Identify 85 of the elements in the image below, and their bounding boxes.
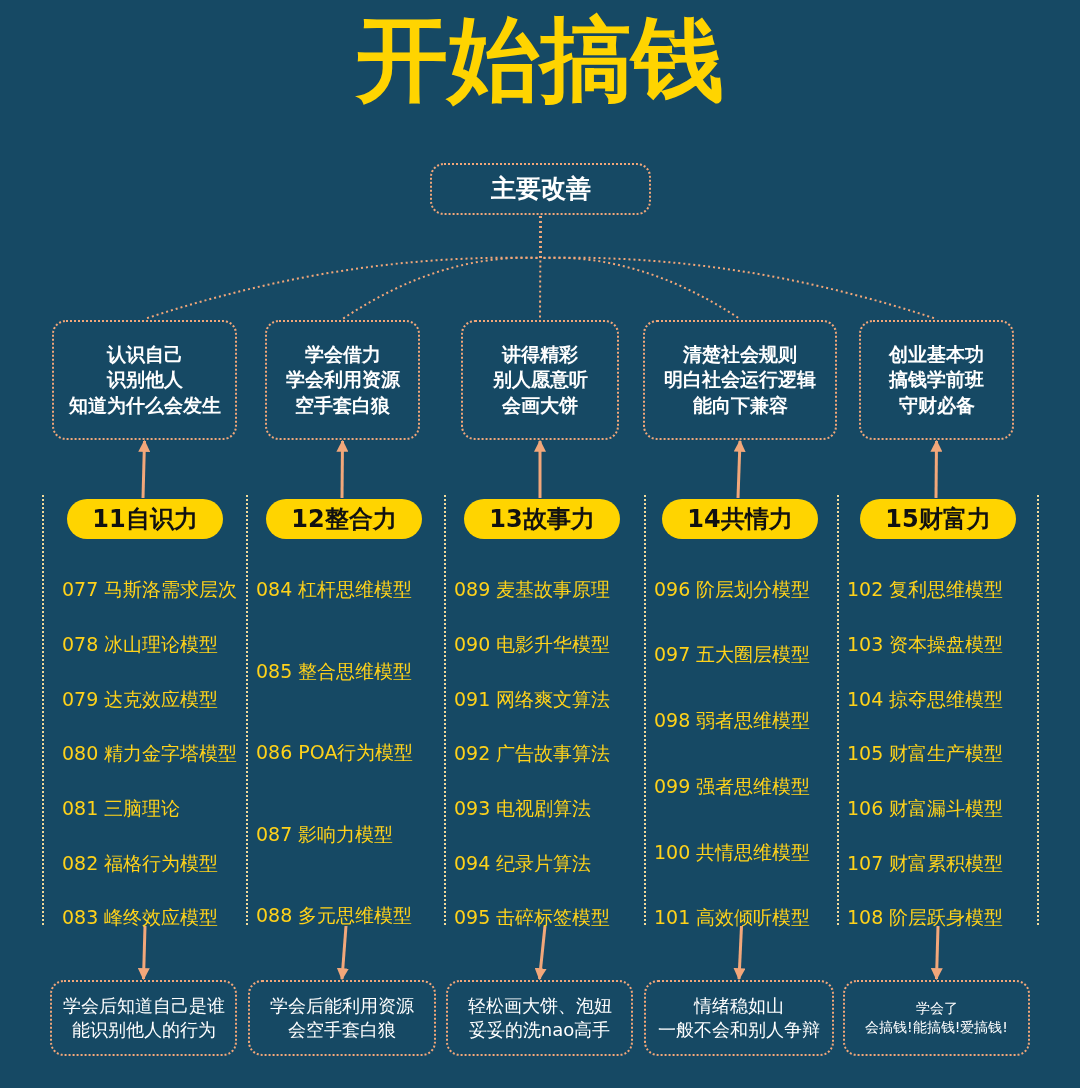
box-text: 情绪稳如山 xyxy=(694,993,784,1018)
box-text: 创业基本功 xyxy=(889,341,984,367)
outcome-box xyxy=(50,980,237,1056)
arrow xyxy=(930,439,943,498)
model-item: 093 电视剧算法 xyxy=(454,796,592,821)
box-text: 妥妥的洗nao高手 xyxy=(468,1018,611,1042)
improvement-box xyxy=(265,320,420,440)
box-text: 主要改善 xyxy=(490,173,591,206)
model-item: 081 三脑理论 xyxy=(62,796,181,821)
model-item: 100 共情思维模型 xyxy=(654,840,811,865)
model-item: 085 整合思维模型 xyxy=(256,659,413,684)
box-text: 轻松画大饼、泡妞 xyxy=(467,993,612,1018)
category-pill: 15财富力 xyxy=(860,499,1016,539)
box-text: 讲得精彩 xyxy=(502,341,578,367)
arrow xyxy=(534,439,546,498)
box-text: 会画大饼 xyxy=(502,392,578,418)
model-item: 099 强者思维模型 xyxy=(654,774,811,799)
title: 开始搞钱 xyxy=(354,5,725,115)
model-item: 080 精力金字塔模型 xyxy=(62,741,238,766)
box-text: 知道为什么会发生 xyxy=(68,392,221,418)
model-item: 095 击碎标签模型 xyxy=(454,905,611,930)
model-item: 078 冰山理论模型 xyxy=(62,632,219,657)
improvement-box xyxy=(461,320,619,440)
model-item: 106 财富漏斗模型 xyxy=(847,796,1004,821)
model-item: 103 资本操盘模型 xyxy=(847,632,1004,657)
arrow xyxy=(138,439,151,499)
outcome-box xyxy=(644,980,834,1056)
model-item: 083 峰终效应模型 xyxy=(62,905,219,930)
box-text: 会搞钱!能搞钱!爱搞钱! xyxy=(865,1018,1008,1037)
improvement-box xyxy=(859,320,1014,440)
box-text: 学会后知道自己是谁 xyxy=(62,993,225,1018)
box-text: 识别他人 xyxy=(106,367,183,393)
arrow xyxy=(733,925,746,981)
model-item: 102 复利思维模型 xyxy=(847,577,1004,602)
model-item: 097 五大圈层模型 xyxy=(654,642,811,667)
model-item: 077 马斯洛需求层次 xyxy=(62,577,238,602)
arrow xyxy=(930,925,943,981)
model-item: 104 掠夺思维模型 xyxy=(847,687,1004,712)
model-item: 089 麦基故事原理 xyxy=(454,577,611,602)
heading-box xyxy=(430,163,651,215)
model-item: 090 电影升华模型 xyxy=(454,632,611,657)
box-text: 学会了 xyxy=(915,999,958,1018)
box-text: 搞钱学前班 xyxy=(889,367,984,393)
arrow xyxy=(733,439,746,499)
box-text: 学会借力 xyxy=(304,341,381,367)
improvement-box xyxy=(643,320,837,440)
arrow xyxy=(336,439,349,498)
model-item: 098 弱者思维模型 xyxy=(654,708,811,733)
box-text: 能向下兼容 xyxy=(692,392,788,418)
box-text: 清楚社会规则 xyxy=(683,341,797,367)
model-item: 082 福格行为模型 xyxy=(62,851,219,876)
category-pill: 14共情力 xyxy=(662,499,818,539)
model-item: 079 达克效应模型 xyxy=(62,687,219,712)
box-text: 一般不会和别人争辩 xyxy=(658,1018,820,1042)
box-text: 能识别他人的行为 xyxy=(71,1018,216,1042)
category-pill: 12整合力 xyxy=(266,499,422,539)
model-item: 105 财富生产模型 xyxy=(847,741,1004,766)
arrow xyxy=(137,925,150,981)
outcome-box xyxy=(446,980,633,1056)
improvement-box xyxy=(52,320,237,440)
arrow xyxy=(336,925,349,981)
model-item: 086 POA行为模型 xyxy=(256,740,414,765)
model-item: 091 网络爽文算法 xyxy=(454,687,611,712)
box-text: 空手套白狼 xyxy=(295,392,390,418)
model-item: 092 广告故事算法 xyxy=(454,741,611,766)
category-pill: 13故事力 xyxy=(464,499,620,539)
box-text: 会空手套白狼 xyxy=(288,1018,396,1042)
model-item: 108 阶层跃身模型 xyxy=(847,905,1004,930)
model-item: 087 影响力模型 xyxy=(256,822,394,847)
outcome-box xyxy=(843,980,1030,1056)
arrow xyxy=(534,925,547,981)
model-item: 094 纪录片算法 xyxy=(454,851,592,876)
outcome-box xyxy=(248,980,436,1056)
box-text: 明白社会运行逻辑 xyxy=(664,367,816,393)
model-item: 096 阶层划分模型 xyxy=(654,577,811,602)
box-text: 认识自己 xyxy=(106,341,183,367)
model-item: 107 财富累积模型 xyxy=(847,851,1004,876)
box-text: 别人愿意听 xyxy=(492,367,588,393)
model-item: 088 多元思维模型 xyxy=(256,903,413,928)
box-text: 守财必备 xyxy=(898,392,975,418)
box-text: 学会后能利用资源 xyxy=(270,993,414,1018)
model-item: 101 高效倾听模型 xyxy=(654,905,811,930)
category-pill: 11自识力 xyxy=(67,499,223,539)
box-text: 学会利用资源 xyxy=(285,367,400,393)
model-item: 084 杠杆思维模型 xyxy=(256,577,413,602)
